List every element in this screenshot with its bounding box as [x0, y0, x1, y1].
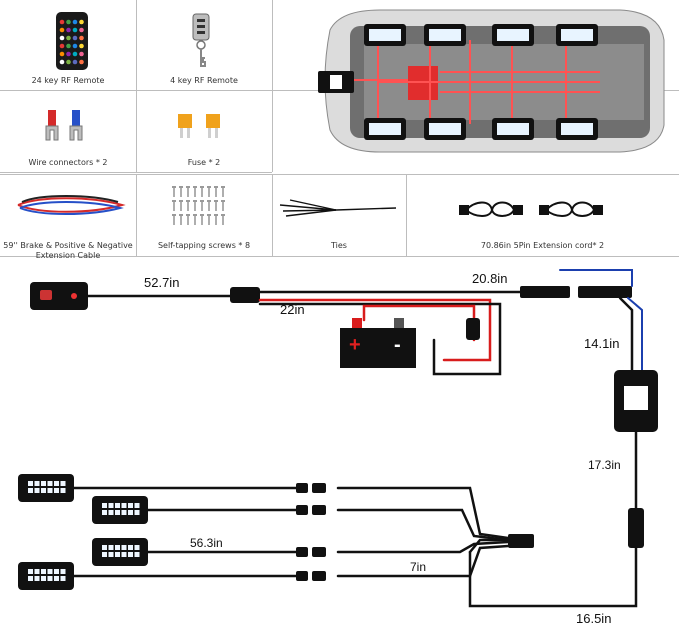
grid-col-4 — [272, 174, 273, 256]
controller-connector — [628, 508, 644, 548]
ties-label: Ties — [331, 241, 347, 250]
wire-connectors-image — [45, 110, 83, 141]
wire-connectors-label: Wire connectors * 2 — [28, 158, 108, 167]
extension-cable-label-line2: Extension Cable — [35, 251, 101, 260]
ties-image — [279, 199, 397, 217]
battery-plus: + — [349, 334, 361, 356]
splitter-block — [230, 287, 260, 303]
remote24-image — [56, 12, 88, 70]
screws-image — [172, 186, 225, 225]
grid-col-5 — [406, 174, 407, 256]
grid-rule-4 — [0, 256, 679, 257]
battery-minus: - — [394, 334, 401, 356]
len-blue: 14.1in — [584, 336, 620, 351]
remote4-label: 4 key RF Remote — [170, 76, 238, 85]
extension-cable-label: 59'' Brake & Positive & Negative Extensi… — [0, 241, 136, 261]
screws-label: Self-tapping screws * 8 — [157, 241, 251, 250]
grid-col-3 — [136, 174, 137, 256]
len-plug: 20.8in — [472, 271, 508, 286]
pod-hub — [508, 534, 534, 548]
remote4-image — [192, 13, 210, 67]
extension-cord-label: 70.86in 5Pin Extension cord* 2 — [480, 241, 605, 250]
grid-col-2 — [272, 0, 273, 172]
wiring-diagram — [18, 269, 658, 608]
car-image — [318, 9, 665, 153]
extension-cable-label-line1: 59'' Brake & Positive & Negative — [3, 241, 133, 250]
battery — [340, 328, 416, 368]
inline-fuse — [466, 318, 480, 340]
len-pods-short: 7in — [410, 560, 427, 574]
extension-cable-image — [17, 195, 126, 215]
len-battery: 22in — [280, 302, 305, 317]
grid-col-1 — [136, 0, 137, 172]
len-pods-left: 56.3in — [190, 536, 223, 550]
grid-rule-2 — [0, 172, 272, 173]
dc-socket — [578, 286, 632, 298]
fuse-label: Fuse * 2 — [187, 158, 221, 167]
dc-plug — [520, 286, 570, 298]
len-switch: 52.7in — [144, 275, 180, 290]
len-controller: 17.3in — [588, 458, 621, 472]
grid-rule-3 — [0, 174, 679, 175]
remote24-label: 24 key RF Remote — [31, 76, 105, 85]
fuse-image — [178, 114, 220, 138]
len-bottom: 16.5in — [576, 611, 612, 626]
switch-box — [30, 282, 88, 310]
extension-cord-image — [459, 201, 603, 217]
